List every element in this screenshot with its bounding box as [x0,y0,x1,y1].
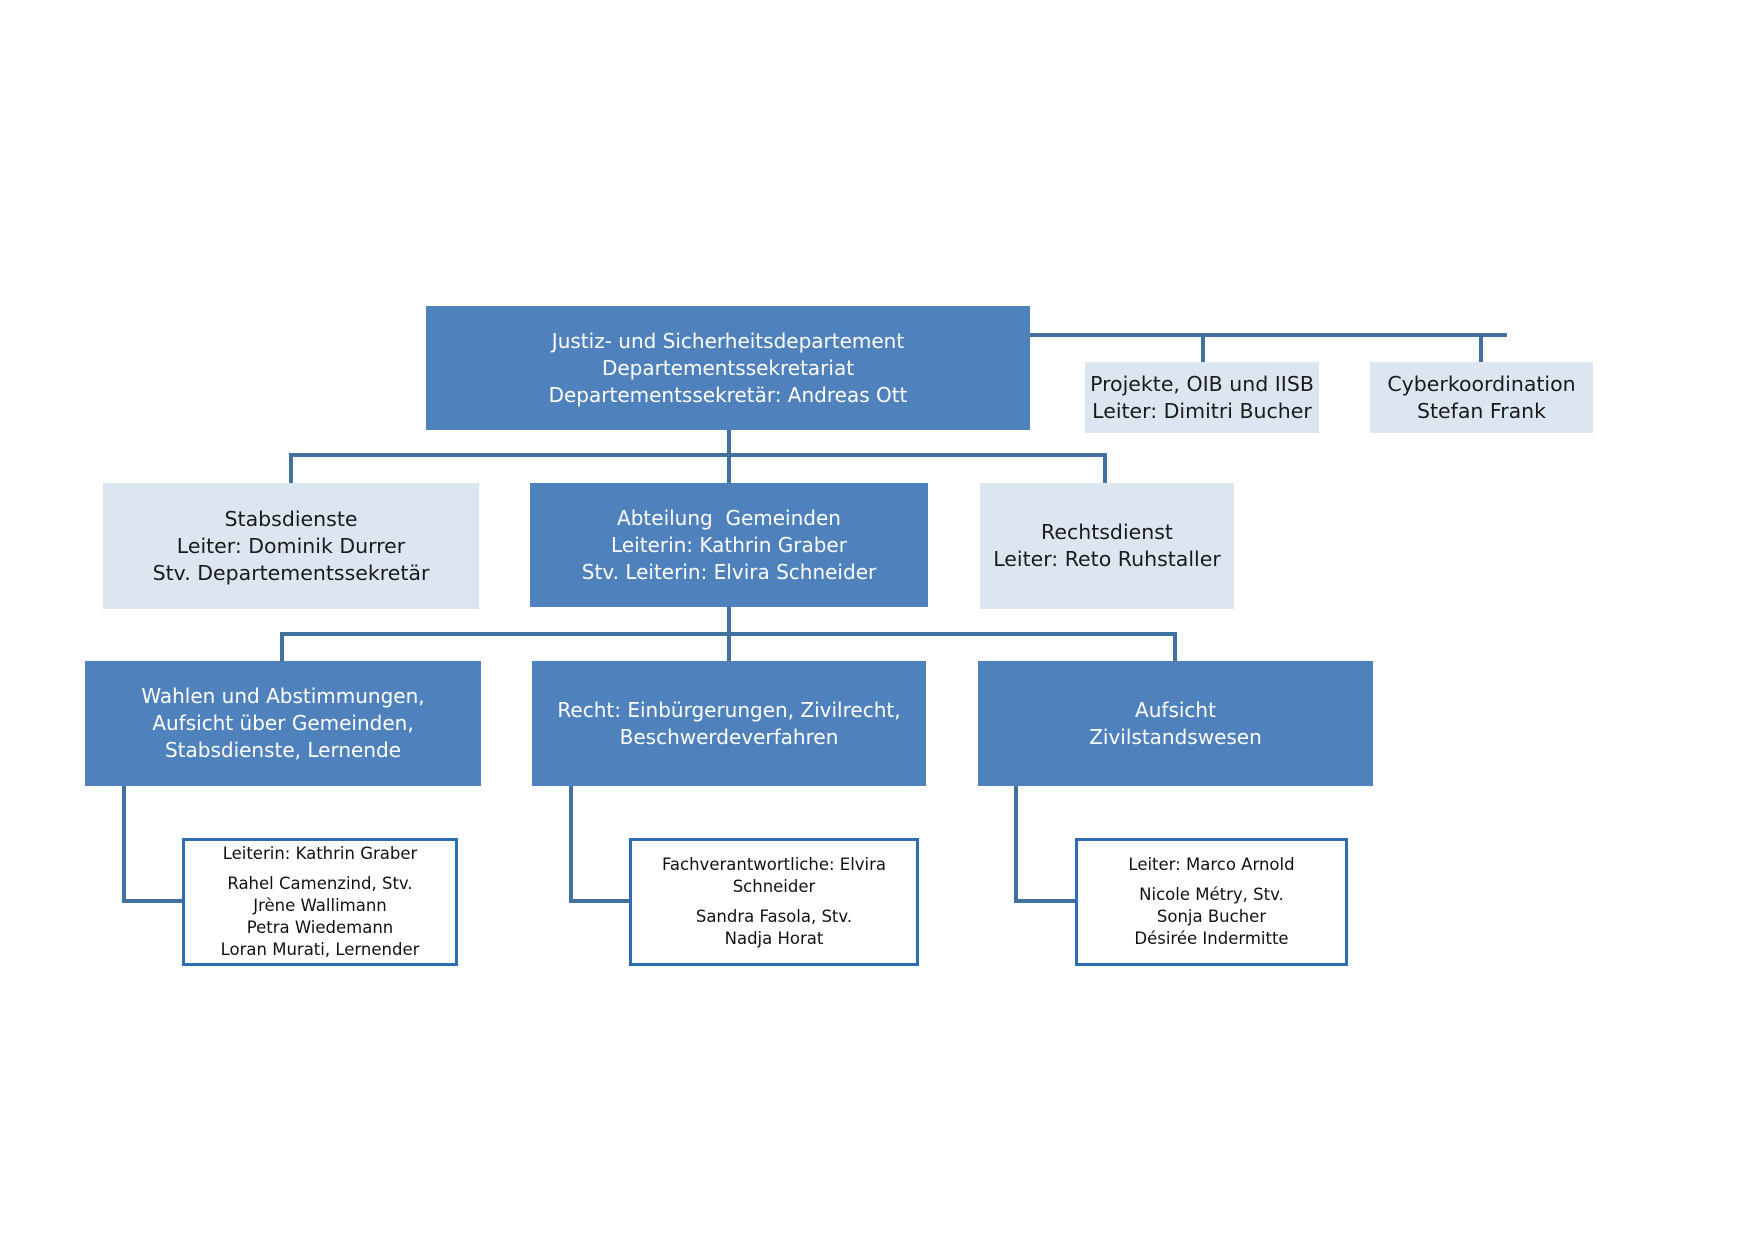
aufsicht-line2: Zivilstandswesen [1089,724,1262,749]
recht-team-lead-cont: Schneider [732,877,816,896]
recht-line1: Recht: Einbürgerungen, Zivilrecht, [557,697,901,722]
recht-line2: Beschwerdeverfahren [619,724,839,749]
aufsicht-box: Aufsicht Zivilstandswesen [978,661,1373,786]
connector-to-cyber [1479,333,1483,362]
department-box: Justiz- und Sicherheitsdepartement Depar… [426,306,1030,430]
rechtsdienst-leiter: Leiter: Reto Ruhstaller [993,547,1221,571]
wahlen-line1: Wahlen und Abstimmungen, [141,684,425,708]
gemeinden-stv: Stv. Leiterin: Elvira Schneider [581,559,877,584]
projekte-box: Projekte, OIB und IISB Leiter: Dimitri B… [1085,362,1319,433]
wahlen-box: Wahlen und Abstimmungen, Aufsicht über G… [85,661,481,786]
recht-team-box: Fachverantwortliche: Elvira Schneider Sa… [629,838,919,966]
connector-aufsicht-team-horizontal [1014,899,1077,903]
connector-to-wahlen [280,632,284,661]
connector-to-stabsdienste [289,453,293,483]
gemeinden-box: Abteilung Gemeinden Leiterin: Kathrin Gr… [530,483,928,607]
connector-recht-team-horizontal [569,899,631,903]
gemeinden-title: Abteilung Gemeinden [617,505,841,530]
wahlen-team-member: Jrène Wallimann [253,896,387,915]
connector-recht-team-vertical [569,786,573,903]
wahlen-line3: Stabsdienste, Lernende [164,738,402,762]
wahlen-team-member: Loran Murati, Lernender [220,940,420,959]
department-secretary: Departementssekretär: Andreas Ott [548,382,908,407]
connector-to-projekte [1201,333,1205,362]
aufsicht-line1: Aufsicht [1135,697,1216,722]
wahlen-line2: Aufsicht über Gemeinden, [152,711,414,735]
cyber-box: Cyberkoordination Stefan Frank [1370,362,1593,433]
connector-level2-horizontal [289,453,1107,457]
connector-wahlen-team-horizontal [122,899,184,903]
wahlen-team-member: Petra Wiedemann [246,918,394,937]
department-name: Justiz- und Sicherheitsdepartement [551,328,905,353]
recht-team-lead: Fachverantwortliche: Elvira [661,855,887,874]
connector-to-rechtsdienst [1103,453,1107,483]
aufsicht-team-box: Leiter: Marco Arnold Nicole Métry, Stv. … [1075,838,1348,966]
aufsicht-team-member: Désirée Indermitte [1134,929,1289,948]
rechtsdienst-box: Rechtsdienst Leiter: Reto Ruhstaller [980,483,1234,609]
connector-to-aufsicht [1173,632,1177,661]
stabsdienste-leiter: Leiter: Dominik Durrer [176,533,406,558]
department-secretariat: Departementssekretariat [601,355,855,380]
stabsdienste-box: Stabsdienste Leiter: Dominik Durrer Stv.… [103,483,479,609]
wahlen-team-member: Rahel Camenzind, Stv. [227,874,413,893]
connector-aufsicht-team-vertical [1014,786,1018,903]
recht-team-member: Sandra Fasola, Stv. [695,907,853,926]
stabsdienste-role: Stv. Departementssekretär [152,560,430,585]
rechtsdienst-title: Rechtsdienst [1041,520,1173,544]
aufsicht-team-member: Sonja Bucher [1156,907,1267,926]
wahlen-team-box: Leiterin: Kathrin Graber Rahel Camenzind… [182,838,458,966]
gemeinden-leiterin: Leiterin: Kathrin Graber [611,532,847,557]
wahlen-team-lead: Leiterin: Kathrin Graber [222,844,418,863]
projekte-title: Projekte, OIB und IISB [1090,371,1314,396]
aufsicht-team-member: Nicole Métry, Stv. [1139,885,1284,904]
connector-top-right-horizontal [1029,333,1507,337]
cyber-title: Cyberkoordination [1387,371,1576,396]
recht-team-member: Nadja Horat [724,929,824,948]
recht-box: Recht: Einbürgerungen, Zivilrecht, Besch… [532,661,926,786]
connector-level3-horizontal [280,632,1177,636]
stabsdienste-title: Stabsdienste [224,506,358,531]
aufsicht-team-lead: Leiter: Marco Arnold [1128,855,1295,874]
projekte-leiter: Leiter: Dimitri Bucher [1092,398,1312,423]
connector-wahlen-team-vertical [122,786,126,903]
cyber-person: Stefan Frank [1416,398,1547,423]
